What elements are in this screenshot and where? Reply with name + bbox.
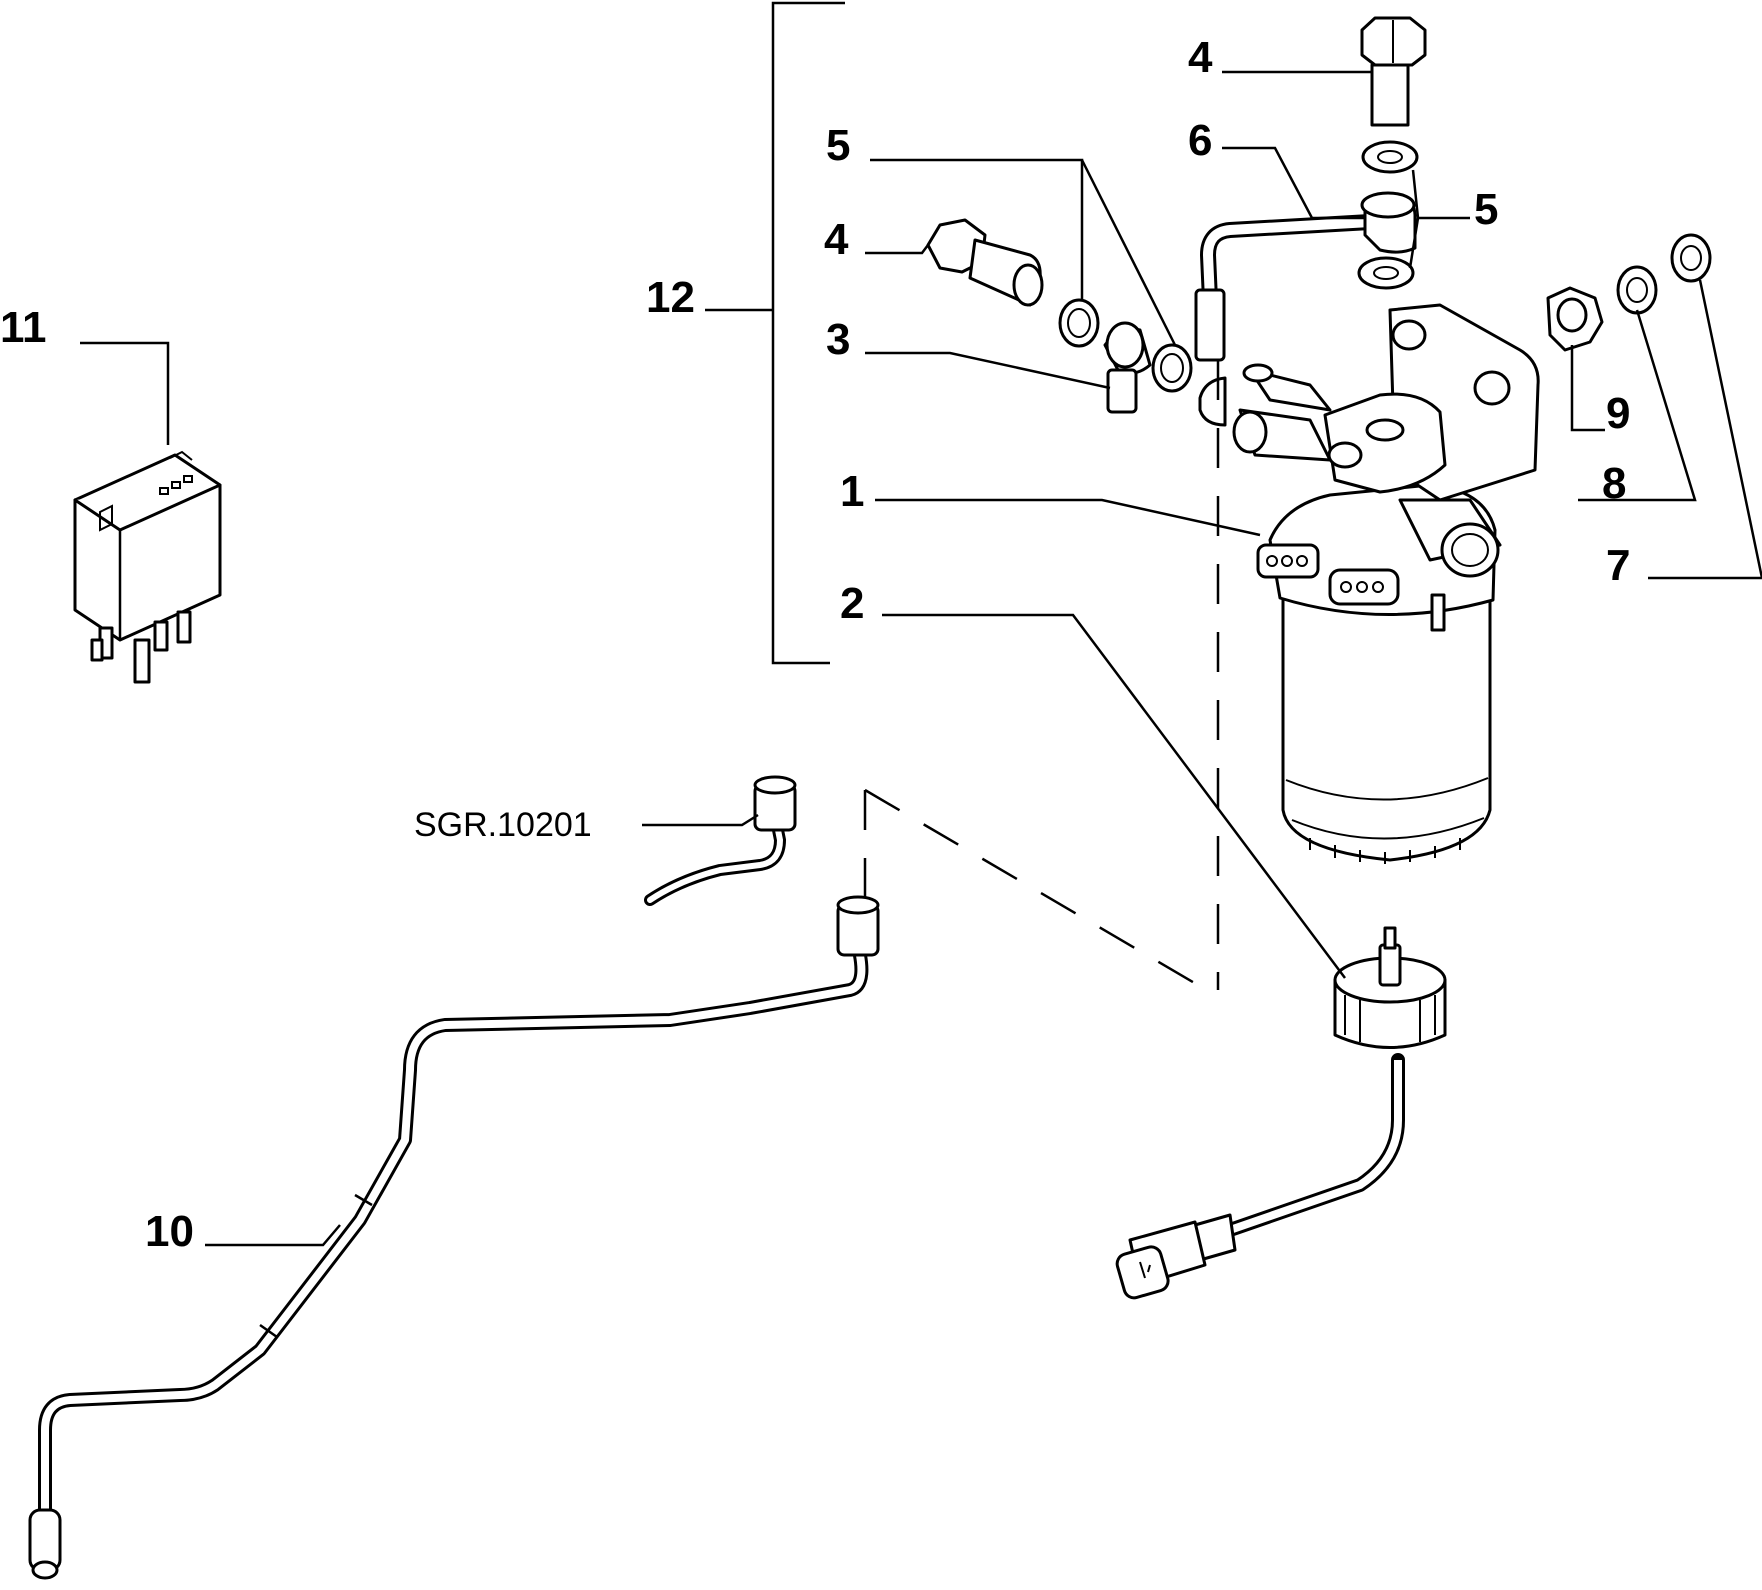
callout-7: 7: [1606, 541, 1630, 590]
reference-code-label: SGR.10201: [414, 806, 592, 844]
callout-12: 12: [646, 273, 695, 322]
callout-11: 11: [0, 303, 47, 352]
assembly-dashed-lines: [863, 360, 1220, 997]
callout-6: 6: [1188, 116, 1212, 165]
washer-part-7: [1670, 233, 1712, 283]
callout-4-top: 4: [1188, 33, 1213, 82]
callout-8: 8: [1602, 459, 1626, 508]
callout-9: 9: [1606, 389, 1630, 438]
callout-5-right: 5: [1474, 185, 1498, 234]
callout-10: 10: [145, 1207, 194, 1256]
relay-part: [73, 450, 222, 684]
pipe-part-10: [28, 895, 880, 1580]
callout-labels: 4 5 6 5 4 12 3 1 2 9 8 7 11 10 SGR.10201: [0, 33, 1630, 1256]
bolt-left-part-4: [926, 218, 1044, 307]
water-sensor-part-2: [1115, 926, 1447, 1300]
lock-washer-part-8: [1616, 265, 1658, 315]
fuel-filter-assembly: [1232, 303, 1540, 864]
callout-4-left: 4: [824, 215, 849, 264]
washers-part-5: [1058, 140, 1419, 427]
callout-3: 3: [826, 315, 850, 364]
callout-5-left: 5: [826, 121, 850, 170]
banjo-fitting-part-3: [1103, 321, 1152, 414]
nut-part-9: [1546, 286, 1604, 352]
group-bracket-12: [705, 1, 845, 665]
leader-lines: [80, 70, 1762, 1247]
bolt-top-part-4: [1360, 16, 1427, 127]
pipe-part-6: [1194, 191, 1417, 362]
reference-fitting-sgr-10201: [644, 775, 797, 906]
callout-1: 1: [840, 467, 864, 516]
callout-2: 2: [840, 579, 864, 628]
